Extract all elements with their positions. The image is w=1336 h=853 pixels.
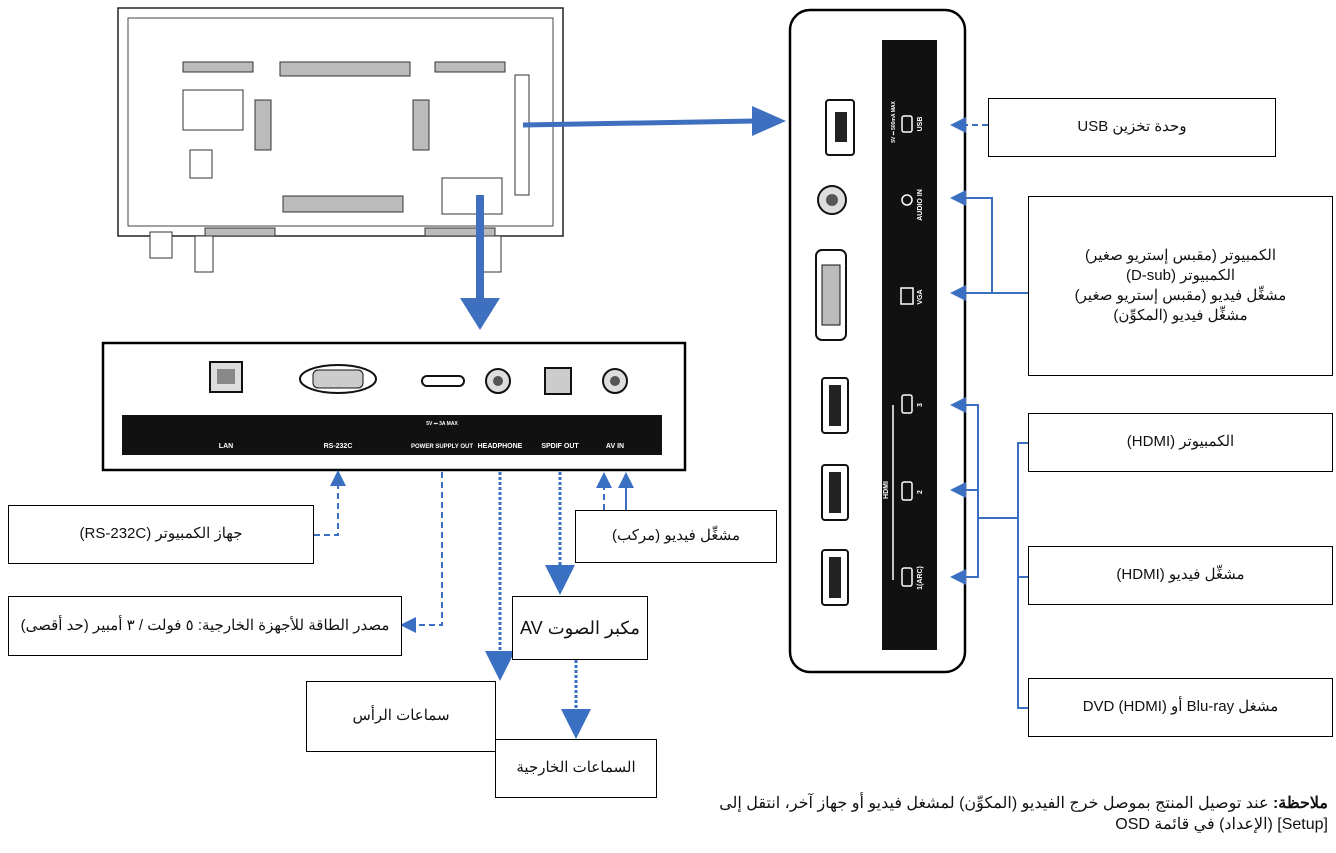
port-label-av-in: AV IN	[606, 443, 624, 450]
side-terminal-panel	[788, 8, 967, 674]
port-label-spdif-out: SPDIF OUT	[541, 443, 579, 450]
device-video-component: مشغِّل فيديو (المكوِّن)	[1113, 307, 1248, 325]
device-headphones: سماعات الرأس	[306, 681, 496, 752]
arrow-to-side-panel	[522, 106, 786, 136]
device-video-player-hdmi: مشغِّل فيديو (HDMI)	[1028, 546, 1333, 605]
vga-label: VGA	[917, 289, 924, 304]
device-rs232c-pc: جهاز الكمبيوتر (RS-232C)	[8, 505, 314, 564]
note: ملاحظة: عند توصيل المنتج بموصل خرج الفيد…	[708, 794, 1328, 836]
device-av-amplifier: مكبر الصوت AV	[512, 596, 648, 660]
hdmi-port-2-label: 2	[917, 490, 924, 494]
hdmi-label: HDMI	[883, 481, 890, 499]
note-label: ملاحظة:	[1272, 795, 1328, 812]
hdmi-port-1-label: 1(ARC)	[917, 566, 924, 590]
hdmi-port-3-label: 3	[917, 403, 924, 407]
usb-port-label: USB	[917, 117, 924, 132]
power-spec-label: 5V ⎓ 3A MAX	[426, 421, 458, 427]
usb-spec-label: 5V ⎓ 500mA MAX	[891, 101, 897, 143]
port-label-rs232c: RS-232C	[324, 443, 353, 450]
device-video-minijack: مشغِّل فيديو (مقبس إستريو صغير)	[1074, 287, 1287, 304]
device-usb-storage: وحدة تخزين USB	[988, 98, 1276, 157]
port-label-lan: LAN	[219, 443, 233, 450]
connection-lines-bottom	[314, 470, 634, 739]
port-label-power-supply-out: POWER SUPPLY OUT	[411, 444, 473, 450]
device-external-speakers: السماعات الخارجية	[495, 739, 657, 798]
note-text: عند توصيل المنتج بموصل خرج الفيديو (المك…	[719, 795, 1328, 833]
bottom-terminal-panel	[101, 341, 687, 472]
monitor-rear-view	[117, 7, 564, 273]
device-pc-group: الكمبيوتر (مقبس إستريو صغير) الكمبيوتر (…	[1028, 196, 1333, 376]
arrow-to-bottom-panel	[460, 195, 500, 330]
device-power-source: مصدر الطاقة للأجهزة الخارجية: ٥ فولت / ٣…	[8, 596, 402, 656]
device-pc-dsub: الكمبيوتر (D-sub)	[1125, 266, 1236, 284]
device-pc-hdmi: الكمبيوتر (HDMI)	[1028, 413, 1333, 472]
device-bluray-dvd: مشغل Blu-ray أو DVD (HDMI)	[1028, 678, 1333, 737]
port-label-headphone: HEADPHONE	[478, 443, 523, 450]
connection-lines-right	[950, 117, 1028, 709]
device-pc-minijack: الكمبيوتر (مقبس إستريو صغير)	[1085, 246, 1276, 264]
audio-in-label: AUDIO IN	[917, 189, 924, 221]
device-video-composite: مشغِّل فيديو (مركب)	[575, 510, 777, 563]
